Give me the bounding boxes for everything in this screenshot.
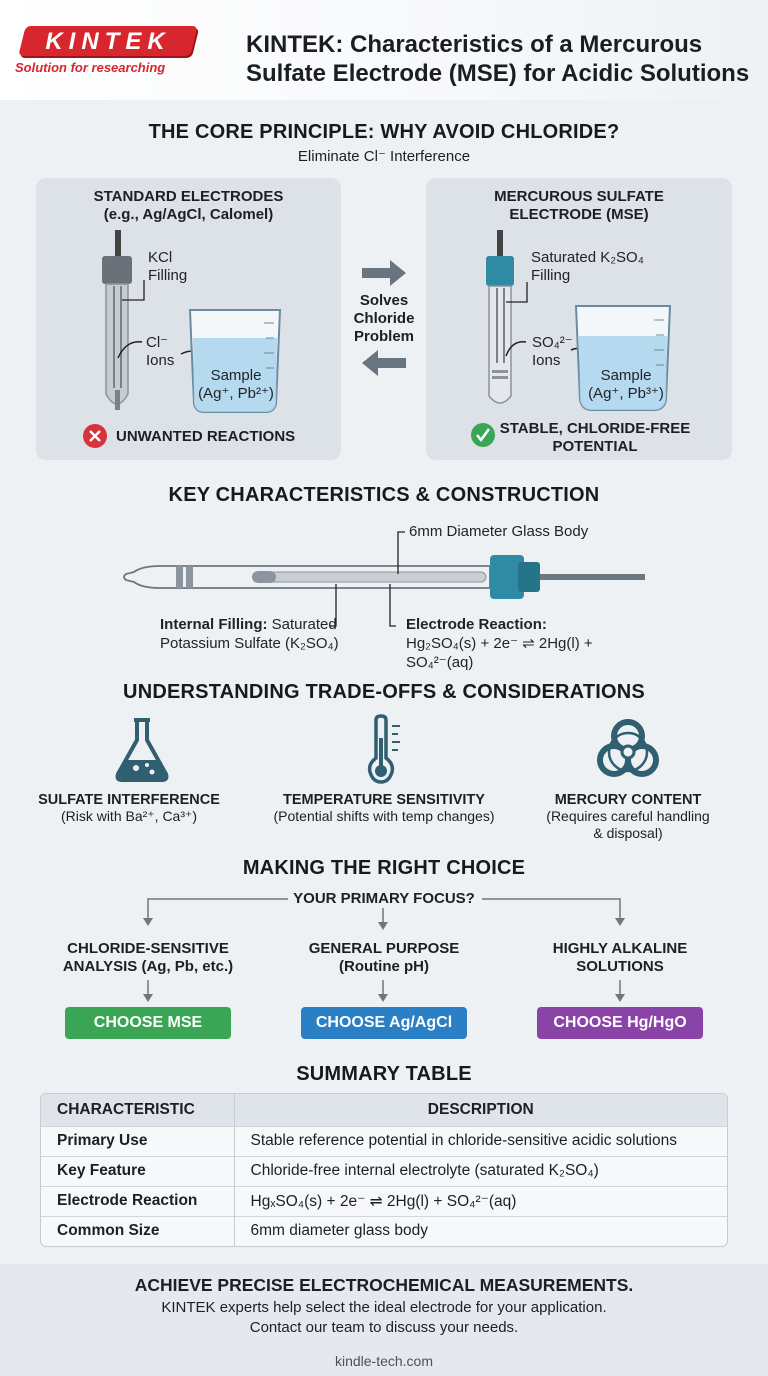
mse-illustration <box>471 230 672 447</box>
table-cell: Electrode Reaction <box>41 1185 235 1216</box>
brand-tagline: Solution for researching <box>15 60 166 75</box>
brand-logo-text: KINTEK <box>45 28 171 55</box>
footer-headline: ACHIEVE PRECISE ELECTROCHEMICAL MEASUREM… <box>134 1275 634 1295</box>
table-cell: Stable reference potential in chloride-s… <box>234 1125 727 1156</box>
electrode-diagram <box>123 531 645 627</box>
table-row: Key Feature Chloride-free internal elect… <box>41 1155 727 1186</box>
construction-section-title: KEY CHARACTERISTICS & CONSTRUCTION <box>168 484 600 506</box>
table-row: Common Size 6mm diameter glass body <box>41 1215 727 1246</box>
table-cell: Key Feature <box>41 1155 235 1186</box>
primary-focus-question: YOUR PRIMARY FOCUS? <box>293 890 475 907</box>
standard-electrode-illustration <box>83 230 282 448</box>
core-section-title: THE CORE PRINCIPLE: WHY AVOID CHLORIDE? <box>148 121 620 143</box>
unwanted-reactions-label: UNWANTED REACTIONS <box>116 428 296 445</box>
tradeoff-temperature: TEMPERATURE SENSITIVITY (Potential shift… <box>273 792 495 824</box>
standard-panel-title: STANDARD ELECTRODES(e.g., Ag/AgCl, Calom… <box>93 188 284 223</box>
choose-agagcl-button[interactable]: CHOOSE Ag/AgCl <box>301 1007 467 1039</box>
core-subtitle: Eliminate Cl⁻ Interference <box>297 148 471 165</box>
footer-band <box>0 1264 768 1376</box>
page-title: KINTEK: Characteristics of a Mercurous S… <box>246 31 750 87</box>
glass-body-label: 6mm Diameter Glass Body <box>409 523 589 540</box>
table-cell: Common Size <box>41 1215 235 1246</box>
so4-ions-label: SO₄²⁻Ions <box>532 334 573 369</box>
table-header-row: CHARACTERISTIC DESCRIPTION <box>41 1094 727 1126</box>
decision-tree-lines <box>143 898 625 1002</box>
table-row: Primary Use Stable reference potential i… <box>41 1125 727 1156</box>
table-row: Electrode Reaction HgₓSO₄(s) + 2e⁻ ⇌ 2Hg… <box>41 1185 727 1216</box>
choose-mse-button[interactable]: CHOOSE MSE <box>65 1007 231 1039</box>
summary-table: CHARACTERISTIC DESCRIPTION Primary Use S… <box>40 1093 728 1247</box>
choose-hghgo-button[interactable]: CHOOSE Hg/HgO <box>537 1007 703 1039</box>
footer-url[interactable]: kindle-tech.com <box>334 1353 434 1369</box>
table-cell: HgₓSO₄(s) + 2e⁻ ⇌ 2Hg(l) + SO₄²⁻(aq) <box>234 1185 727 1216</box>
tradeoffs-section-title: UNDERSTANDING TRADE-OFFS & CONSIDERATION… <box>123 681 645 703</box>
internal-filling-label: Internal Filling: Saturated Potassium Su… <box>160 616 339 652</box>
biohazard-icon <box>597 719 659 777</box>
flask-icon <box>115 718 169 782</box>
cl-ions-label: Cl⁻Ions <box>146 334 175 369</box>
sample-label-right: Sample(Ag⁺, Pb³⁺) <box>588 367 664 402</box>
option-general-purpose: GENERAL PURPOSE(Routine pH) <box>308 940 460 975</box>
thermometer-icon <box>367 714 400 784</box>
table-cell: Chloride-free internal electrolyte (satu… <box>234 1155 727 1186</box>
table-cell: 6mm diameter glass body <box>234 1215 727 1246</box>
tradeoff-mercury: MERCURY CONTENT (Requires careful handli… <box>546 792 710 841</box>
electrode-reaction-label: Electrode Reaction: Hg₂SO₄(s) + 2e⁻ ⇌ 2H… <box>406 616 593 671</box>
footer-line-1: KINTEK experts help select the ideal ele… <box>161 1299 607 1316</box>
footer-line-2: Contact our team to discuss your needs. <box>249 1319 519 1336</box>
tradeoff-sulfate: SULFATE INTERFERENCE (Risk with Ba²⁺, Ca… <box>38 792 220 824</box>
table-header-description: DESCRIPTION <box>234 1094 727 1126</box>
choice-section-title: MAKING THE RIGHT CHOICE <box>242 857 526 879</box>
exchange-arrows <box>362 260 406 376</box>
sample-label-left: Sample(Ag⁺, Pb²⁺) <box>198 367 274 402</box>
summary-section-title: SUMMARY TABLE <box>296 1063 472 1085</box>
table-cell: Primary Use <box>41 1125 235 1156</box>
standard-electrode-panel <box>36 178 341 460</box>
table-header-characteristic: CHARACTERISTIC <box>41 1094 235 1126</box>
